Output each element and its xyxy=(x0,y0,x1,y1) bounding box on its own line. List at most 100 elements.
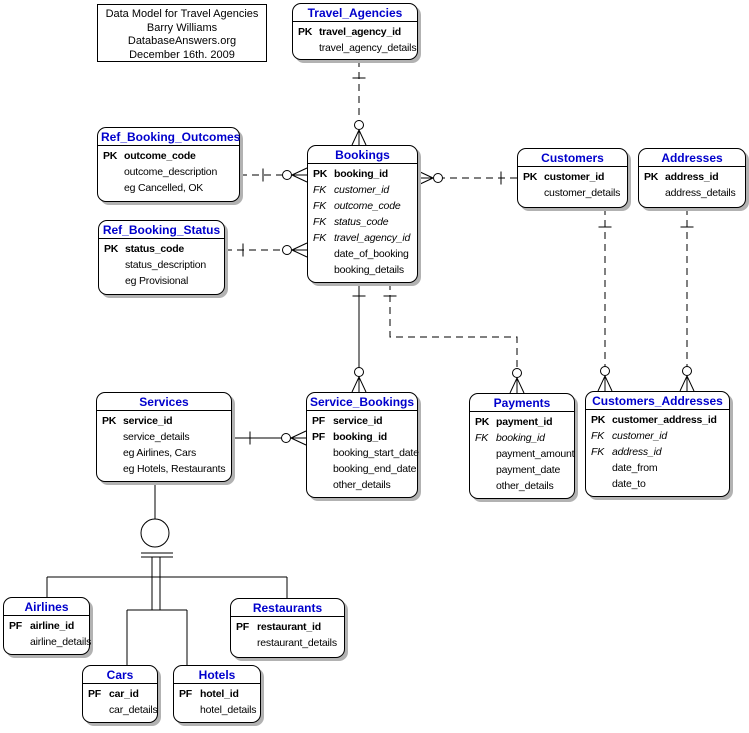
relationship-bookings-payments xyxy=(383,283,525,394)
entity-title: Cars xyxy=(83,666,157,684)
attribute-name: service_id xyxy=(333,415,383,427)
key-label: FK xyxy=(475,432,489,444)
key-label: PK xyxy=(298,26,313,38)
attribute-name: status_code xyxy=(334,216,389,228)
attribute-row: other_details xyxy=(312,477,415,493)
key-label: PK xyxy=(102,415,117,427)
attribute-row: PK status_code xyxy=(104,241,222,257)
attribute-row: eg Provisional xyxy=(104,273,222,289)
attribute-row: FK status_code xyxy=(313,214,415,230)
entity-title: Airlines xyxy=(4,598,89,616)
attribute-name: status_description xyxy=(125,259,207,271)
key-label: FK xyxy=(313,232,327,244)
attribute-name: outcome_code xyxy=(334,200,401,212)
entity-title: Addresses xyxy=(639,149,745,167)
key-label: PK xyxy=(103,150,118,162)
attribute-name: booking_id xyxy=(496,432,545,444)
attribute-row: date_to xyxy=(591,476,727,492)
entity-title: Customers xyxy=(518,149,627,167)
attribute-row: FK address_id xyxy=(591,444,727,460)
attribute-row: other_details xyxy=(475,478,572,494)
key-label: PK xyxy=(104,243,119,255)
entity-title: Ref_Booking_Status xyxy=(99,221,224,239)
title-line: Barry Williams xyxy=(146,21,218,34)
attribute-row: airline_details xyxy=(9,634,91,650)
attribute-name: customer_id xyxy=(612,430,667,442)
attribute-name: address_details xyxy=(665,187,736,199)
relationship-customers-bookings xyxy=(417,170,517,186)
attribute-row: payment_amount xyxy=(475,446,575,462)
attribute-row: hotel_details xyxy=(179,702,258,718)
relationship-addresses-customers-addresses xyxy=(679,208,695,392)
relationship-services-service-bookings xyxy=(232,430,307,446)
attribute-name: eg Hotels, Restaurants xyxy=(123,463,226,475)
key-label: PF xyxy=(312,431,326,443)
key-label: PF xyxy=(312,415,326,427)
attribute-name: airline_details xyxy=(30,636,92,648)
attribute-row: PF service_id xyxy=(312,413,415,429)
attribute-name: other_details xyxy=(333,479,391,491)
relationship-ref-booking-outcomes-bookings xyxy=(240,167,308,183)
attribute-name: restaurant_id xyxy=(257,621,321,633)
attribute-name: car_id xyxy=(109,688,139,700)
key-label: PK xyxy=(313,168,328,180)
attribute-name: eg Cancelled, OK xyxy=(124,182,204,194)
attribute-row: eg Hotels, Restaurants xyxy=(102,461,229,477)
attribute-name: eg Airlines, Cars xyxy=(123,447,197,459)
attribute-name: customer_details xyxy=(544,187,621,199)
key-label: FK xyxy=(313,216,327,228)
attribute-name: status_code xyxy=(125,243,185,255)
attribute-name: payment_id xyxy=(496,416,553,428)
attribute-row: FK booking_id xyxy=(475,430,572,446)
title-line: December 16th. 2009 xyxy=(129,48,235,61)
attribute-name: date_to xyxy=(612,478,646,490)
attribute-name: booking_details xyxy=(334,264,404,276)
attribute-name: service_details xyxy=(123,431,190,443)
entity-title: Ref_Booking_Outcomes xyxy=(98,128,240,146)
attribute-name: outcome_description xyxy=(124,166,218,178)
attribute-row: booking_start_date xyxy=(312,445,419,461)
attribute-name: hotel_details xyxy=(200,704,257,716)
attribute-row: car_details xyxy=(88,702,158,718)
relationship-customers-customers-addresses xyxy=(597,208,613,392)
attribute-name: address_id xyxy=(665,171,719,183)
title-line: DatabaseAnswers.org xyxy=(127,35,237,47)
title-line: Data Model for Travel Agencies xyxy=(105,8,259,20)
attribute-name: customer_address_id xyxy=(612,414,717,426)
attribute-row: eg Airlines, Cars xyxy=(102,445,229,461)
title-block: Data Model for Travel Agencies Barry Wil… xyxy=(97,4,267,62)
attribute-name: travel_agency_details xyxy=(319,42,417,54)
key-label: PF xyxy=(236,621,250,633)
entity-title: Customers_Addresses xyxy=(586,392,729,410)
attribute-row: PK travel_agency_id xyxy=(298,24,415,40)
attribute-row: PK outcome_code xyxy=(103,148,237,164)
attribute-row: date_of_booking xyxy=(313,246,415,262)
entity-title: Hotels xyxy=(174,666,260,684)
attribute-name: booking_id xyxy=(333,431,387,443)
key-label: FK xyxy=(591,446,605,458)
relationship-ref-booking-status-bookings xyxy=(225,242,308,258)
attribute-name: travel_agency_id xyxy=(319,26,402,38)
attribute-name: booking_end_date xyxy=(333,463,417,475)
entity-title: Service_Bookings xyxy=(307,393,417,411)
attribute-name: address_id xyxy=(612,446,662,458)
attribute-row: PF booking_id xyxy=(312,429,415,445)
attribute-name: outcome_code xyxy=(124,150,196,162)
